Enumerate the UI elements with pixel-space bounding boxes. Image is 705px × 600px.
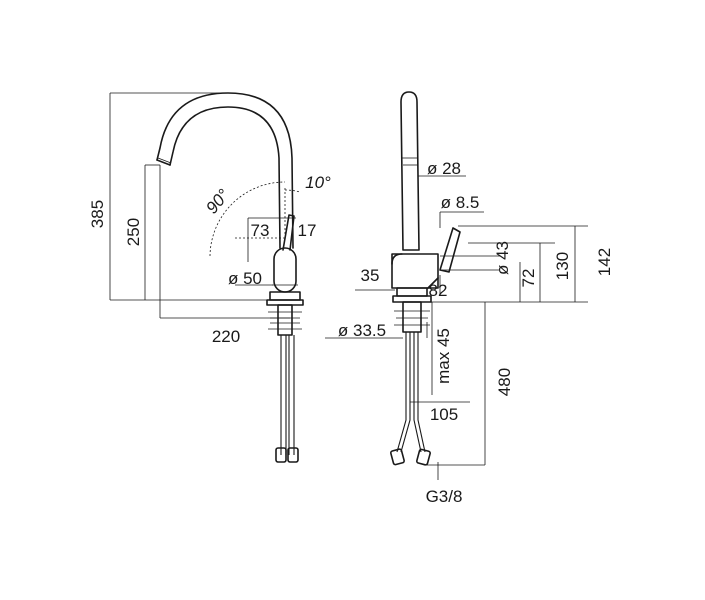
- dim-o28: ø 28: [427, 159, 461, 178]
- dim-385: 385: [88, 200, 107, 228]
- dim-o43: ø 43: [493, 241, 512, 275]
- side-hose-left: [396, 332, 411, 453]
- dim-g3-8: G3/8: [426, 487, 463, 506]
- side-spout: [400, 91, 420, 251]
- dim-130: 130: [553, 252, 572, 280]
- dim-72: 72: [519, 269, 538, 288]
- hose-left: [280, 335, 287, 455]
- dim-250: 250: [124, 218, 143, 246]
- side-hose-right: [413, 332, 426, 453]
- dim-220: 220: [212, 327, 240, 346]
- spout-tip: [156, 159, 171, 166]
- side-view: [325, 91, 588, 480]
- dim-max45: max 45: [434, 328, 453, 384]
- dim-105: 105: [430, 405, 458, 424]
- dim-17: 17: [298, 221, 317, 240]
- spout-outer: [156, 92, 294, 249]
- dim-73: 73: [251, 221, 270, 240]
- dim-142: 142: [595, 248, 614, 276]
- dim-35: 35: [361, 266, 380, 285]
- dim-10-deg: 10°: [305, 173, 331, 192]
- dim-480: 480: [495, 368, 514, 396]
- dim-o8-5: ø 8.5: [441, 193, 480, 212]
- dim-o50: ø 50: [228, 269, 262, 288]
- hose-right: [288, 335, 295, 455]
- lever-handle: [282, 214, 295, 251]
- spout-inner: [169, 106, 281, 249]
- side-lever: [439, 227, 461, 273]
- side-body: [391, 253, 439, 289]
- front-view: [109, 92, 304, 463]
- dim-90-deg: 90°: [202, 185, 233, 217]
- dim-o33-5: ø 33.5: [338, 321, 386, 340]
- dim-82: 82: [429, 281, 448, 300]
